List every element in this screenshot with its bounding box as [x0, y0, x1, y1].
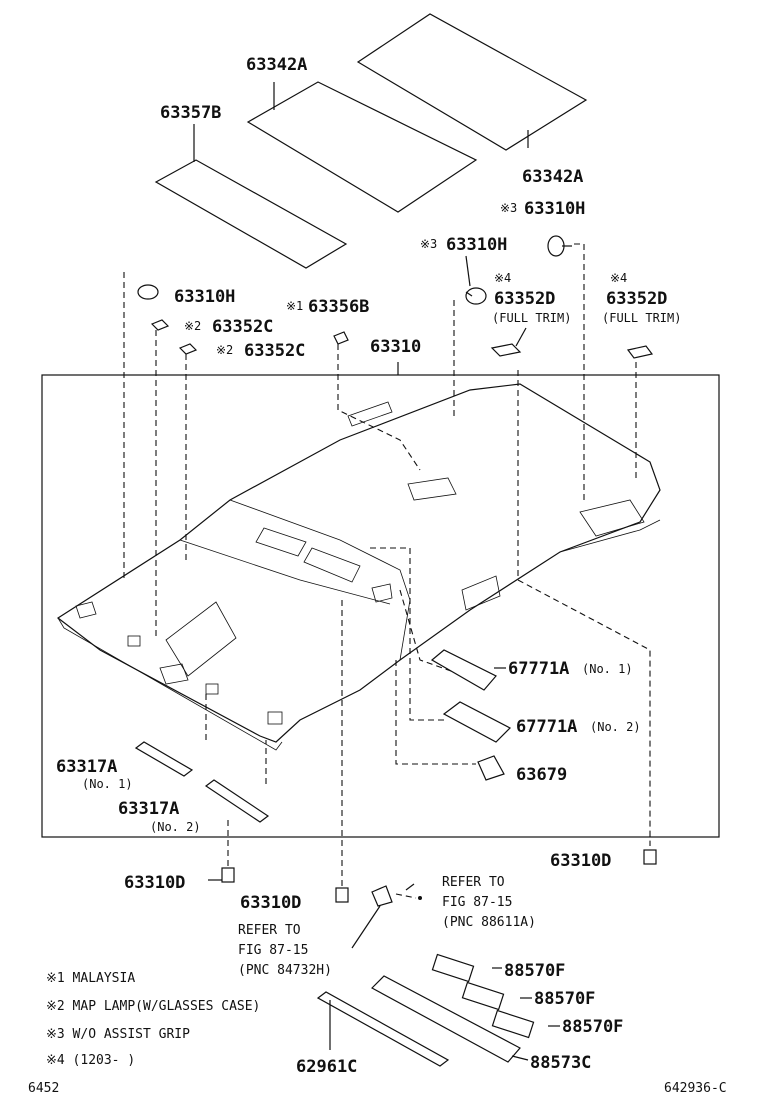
clip-63356B[interactable]	[333, 331, 349, 345]
bracket-84732H[interactable]	[371, 885, 393, 907]
label-63317A-no1: 63317A	[56, 757, 117, 777]
mark-4-a: ※4	[494, 271, 511, 285]
clip-63310D-left[interactable]	[221, 867, 235, 883]
spring-88570F-1[interactable]	[431, 953, 475, 983]
sub-no1-lamp: (No. 1)	[582, 662, 633, 676]
footer-right-code: 642936-C	[664, 1081, 727, 1096]
label-67771A-no2: 67771A	[516, 717, 577, 737]
refer-right-line2: FIG 87-15	[442, 895, 512, 910]
label-63352C-b: 63352C	[244, 341, 305, 361]
label-63342A-right: 63342A	[522, 167, 583, 187]
mark-2-b: ※2	[216, 343, 233, 357]
mark-4-b: ※4	[610, 271, 627, 285]
clip-63310H-left[interactable]	[137, 284, 159, 300]
label-88570F-3: 88570F	[562, 1017, 623, 1037]
headliner-frame	[41, 374, 720, 838]
refer-left-line2: FIG 87-15	[238, 943, 308, 958]
pad-63352D-b[interactable]	[626, 345, 654, 359]
label-63310: 63310	[370, 337, 421, 357]
clip-63310D-mid[interactable]	[335, 887, 349, 903]
label-63317A-no2: 63317A	[118, 799, 179, 819]
refer-right-line1: REFER TO	[442, 875, 505, 890]
label-63352D-a: 63352D	[494, 289, 555, 309]
label-63352C-a: 63352C	[212, 317, 273, 337]
spring-88570F-2[interactable]	[461, 981, 505, 1011]
spring-88570F-3[interactable]	[491, 1009, 535, 1039]
mark-3-right: ※3	[500, 201, 517, 215]
lens-63679[interactable]	[477, 755, 505, 781]
mark-1: ※1	[286, 299, 303, 313]
strip-62961C[interactable]	[316, 991, 450, 1067]
sub-no2-holder: (No. 2)	[150, 820, 201, 834]
label-63352D-b: 63352D	[606, 289, 667, 309]
label-63342A-top: 63342A	[246, 55, 307, 75]
clip-63352C-a[interactable]	[150, 319, 170, 331]
sub-full-trim-a: (FULL TRIM)	[492, 311, 571, 325]
clip-63352C-b[interactable]	[178, 343, 198, 355]
sub-no2-lamp: (No. 2)	[590, 720, 641, 734]
refer-left-line3: (PNC 84732H)	[238, 963, 332, 978]
clip-63310H-mid[interactable]	[465, 287, 487, 305]
legend-item-4: ※4 (1203- )	[46, 1053, 135, 1068]
bar-88573C[interactable]	[371, 975, 521, 1063]
label-63356B: 63356B	[308, 297, 369, 317]
sub-no1-holder: (No. 1)	[82, 777, 133, 791]
mark-2-a: ※2	[184, 319, 201, 333]
label-63310D-left: 63310D	[124, 873, 185, 893]
label-63310H-left: 63310H	[174, 287, 235, 307]
label-67771A-no1: 67771A	[508, 659, 569, 679]
roof-panel-63342A-front[interactable]	[246, 81, 478, 213]
label-63679: 63679	[516, 765, 567, 785]
sub-full-trim-b: (FULL TRIM)	[602, 311, 681, 325]
lamp-67771A-no2[interactable]	[442, 701, 512, 743]
clip-63310H-right[interactable]	[547, 235, 572, 257]
refer-left-line1: REFER TO	[238, 923, 301, 938]
mark-3-mid: ※3	[420, 237, 437, 251]
label-88573C: 88573C	[530, 1053, 591, 1073]
label-63310H-right: 63310H	[524, 199, 585, 219]
legend-item-2: ※2 MAP LAMP(W/GLASSES CASE)	[46, 999, 260, 1014]
roof-panel-63342A-rear[interactable]	[356, 13, 588, 151]
holder-63317A-no2[interactable]	[204, 779, 270, 823]
lamp-67771A-no1[interactable]	[430, 649, 497, 691]
label-63310D-mid: 63310D	[240, 893, 301, 913]
footer-left-code: 6452	[28, 1081, 59, 1096]
label-63310D-right: 63310D	[550, 851, 611, 871]
label-63357B: 63357B	[160, 103, 221, 123]
label-62961C: 62961C	[296, 1057, 357, 1077]
legend-item-1: ※1 MALAYSIA	[46, 971, 135, 986]
label-63310H-mid: 63310H	[446, 235, 507, 255]
headliner-63310[interactable]	[56, 383, 661, 751]
clip-63310D-right[interactable]	[643, 849, 657, 865]
label-88570F-1: 88570F	[504, 961, 565, 981]
legend-item-3: ※3 W/O ASSIST GRIP	[46, 1027, 190, 1042]
refer-right-line3: (PNC 88611A)	[442, 915, 536, 930]
label-88570F-2: 88570F	[534, 989, 595, 1009]
holder-63317A-no1[interactable]	[134, 741, 194, 777]
roof-panel-63357B[interactable]	[154, 159, 348, 269]
pad-63352D-a[interactable]	[490, 343, 522, 357]
